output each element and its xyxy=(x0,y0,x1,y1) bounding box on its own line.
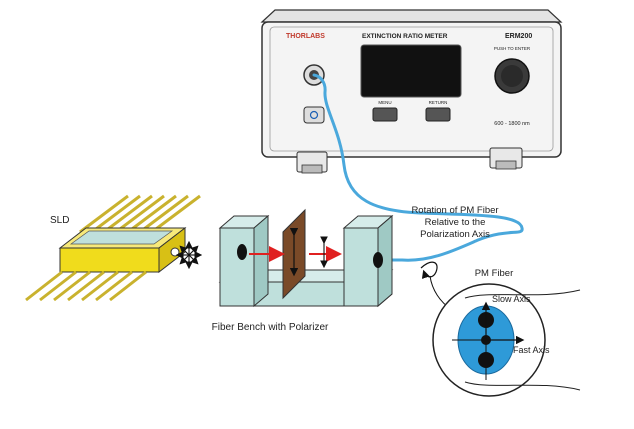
erm200-device: THORLABS EXTINCTION RATIO METER ERM200 M… xyxy=(260,9,563,174)
power-button[interactable] xyxy=(303,106,325,124)
return-button[interactable] xyxy=(425,107,451,122)
knob-label: PUSH TO ENTER xyxy=(494,46,531,51)
menu-button[interactable] xyxy=(372,107,398,122)
device-display xyxy=(360,44,462,98)
fiber-bench xyxy=(218,208,394,308)
device-model: ERM200 xyxy=(505,33,532,40)
return-label: RETURN xyxy=(429,100,448,105)
pm-fiber-cable xyxy=(312,73,524,262)
fast-axis-label: Fast Axis xyxy=(513,345,550,355)
device-title: EXTINCTION RATIO METER xyxy=(362,33,448,40)
pm-fiber-label: PM Fiber xyxy=(475,268,514,279)
power-icon xyxy=(309,110,319,120)
brand-logo: THORLABS xyxy=(286,33,325,40)
sld-label: SLD xyxy=(50,215,69,226)
wavelength-range: 600 - 1800 nm xyxy=(494,121,530,127)
rotation-label-line3: Polarization Axis xyxy=(420,229,490,240)
fiber-coupler-port xyxy=(373,252,383,268)
unpolarized-light-icon xyxy=(175,240,203,270)
rotation-label-line2: Relative to the xyxy=(425,217,486,228)
pm-fiber-cross-section xyxy=(432,283,581,397)
sld-source xyxy=(25,194,203,302)
menu-label: MENU xyxy=(378,100,391,105)
slow-axis-label: Slow Axis xyxy=(492,294,531,304)
rotation-arrow xyxy=(420,261,438,280)
bench-label: Fiber Bench with Polarizer xyxy=(212,322,329,333)
sld-output-aperture xyxy=(170,247,180,257)
rotation-label-line1: Rotation of PM Fiber xyxy=(411,205,498,216)
